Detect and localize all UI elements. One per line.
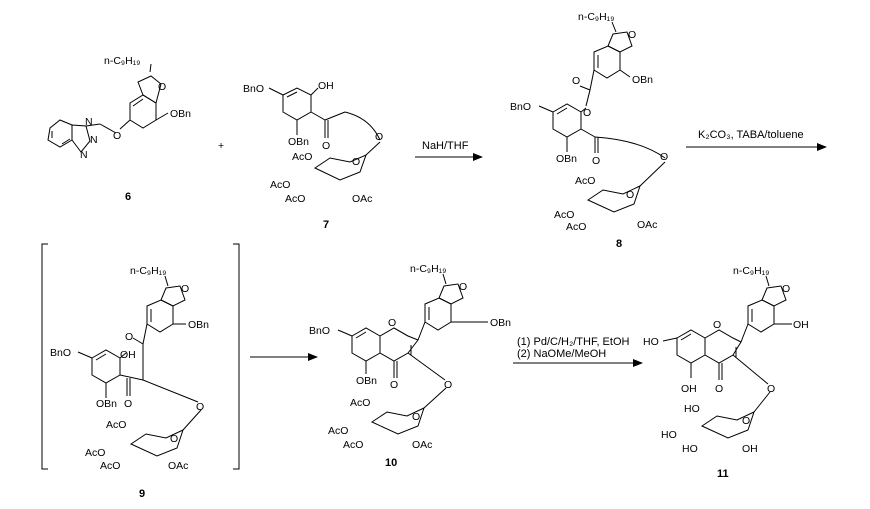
label-oac-9: OAc xyxy=(168,460,188,472)
label-nonyl-10: n-C₉H₁₉ xyxy=(410,263,446,275)
label-bno-8: BnO xyxy=(510,101,531,113)
plus-sign: + xyxy=(218,140,224,152)
conditions-1: NaH/THF xyxy=(422,140,469,152)
label-o-8e: O xyxy=(660,151,668,163)
label-aco-7b: AcO xyxy=(270,179,290,191)
label-nonyl-9: n-C₉H₁₉ xyxy=(130,265,166,277)
label-obn-8b: OBn xyxy=(556,153,577,165)
conditions-4b: (2) NaOMe/MeOH xyxy=(517,348,606,360)
label-oac-8: OAc xyxy=(637,219,657,231)
label-o-9a: O xyxy=(181,283,189,295)
label-o-11a: O xyxy=(782,283,790,295)
compound-11-structure xyxy=(662,275,792,439)
label-ho-11a: HO xyxy=(643,336,659,348)
label-o-8a: O xyxy=(628,29,636,41)
label-nonyl-6: n-C₉H₁₉ xyxy=(104,55,140,67)
label-bno-9: BnO xyxy=(50,347,71,359)
label-o-10c: O xyxy=(390,379,398,391)
label-n-6c: N xyxy=(80,149,88,161)
label-o-10b: O xyxy=(388,317,396,329)
label-o-11c: O xyxy=(715,383,723,395)
label-n-6b: N xyxy=(90,134,98,146)
compound-9-brackets xyxy=(41,243,240,470)
label-nonyl-11: n-C₉H₁₉ xyxy=(733,265,769,277)
label-aco-8c: AcO xyxy=(566,221,586,233)
compound-label-10: 10 xyxy=(385,457,397,469)
label-obn-10a: OBn xyxy=(490,317,511,329)
label-o-6b: O xyxy=(158,81,166,93)
label-o-9c: O xyxy=(124,398,132,410)
conditions-2: K₂CO₃, TABA/toluene xyxy=(698,129,804,141)
label-o-10d: O xyxy=(444,379,452,391)
compound-6-structure xyxy=(47,63,169,153)
label-o-11b: O xyxy=(713,319,721,331)
label-aco-10a: AcO xyxy=(350,397,370,409)
label-aco-7a: AcO xyxy=(292,151,312,163)
label-o-7a: O xyxy=(322,140,330,152)
label-aco-9a: AcO xyxy=(106,419,126,431)
label-obn-9b: OBn xyxy=(96,398,117,410)
compound-label-7: 7 xyxy=(323,219,329,231)
label-o-9d: O xyxy=(196,401,204,413)
compound-label-11: 11 xyxy=(717,468,729,480)
label-o-7b: O xyxy=(375,131,383,143)
label-obn-6: OBn xyxy=(170,108,191,120)
label-aco-7c: AcO xyxy=(285,193,305,205)
label-o-8d: O xyxy=(592,155,600,167)
label-o-7c: O xyxy=(352,156,360,168)
compound-8-structure xyxy=(538,21,666,213)
label-aco-10b: AcO xyxy=(328,425,348,437)
label-o-8f: O xyxy=(626,189,634,201)
label-oh-7: OH xyxy=(318,80,334,92)
label-o-10e: O xyxy=(412,411,420,423)
label-obn-9a: OBn xyxy=(188,319,209,331)
label-bno-10: BnO xyxy=(309,325,330,337)
label-aco-8b: AcO xyxy=(554,209,574,221)
label-o-11d: O xyxy=(767,383,775,395)
label-obn-8a: OBn xyxy=(632,74,653,86)
label-oh-9: OH xyxy=(120,349,136,361)
label-nonyl-8: n-C₉H₁₉ xyxy=(578,11,614,23)
compound-label-8: 8 xyxy=(616,238,622,250)
label-o-9b: O xyxy=(125,331,133,343)
label-obn-10b: OBn xyxy=(356,375,377,387)
label-o-10a: O xyxy=(459,281,467,293)
label-oac-10: OAc xyxy=(412,439,432,451)
label-o-9e: O xyxy=(170,433,178,445)
label-aco-9c: AcO xyxy=(100,460,120,472)
compound-9-structure xyxy=(77,275,202,457)
label-oh-11b: OH xyxy=(681,383,697,395)
compound-label-9: 9 xyxy=(139,488,145,500)
label-oac-7: OAc xyxy=(352,193,372,205)
label-ho-11d: HO xyxy=(682,443,698,455)
label-aco-10c: AcO xyxy=(343,439,363,451)
label-oh-11c: OH xyxy=(742,443,758,455)
label-oh-11a: OH xyxy=(793,319,809,331)
label-ho-11c: HO xyxy=(661,429,677,441)
label-o-8b: O xyxy=(572,75,580,87)
label-o-6a: O xyxy=(113,130,121,142)
label-ho-11b: HO xyxy=(684,403,700,415)
label-aco-8a: AcO xyxy=(575,175,595,187)
label-bno-7: BnO xyxy=(243,83,264,95)
label-obn-7: OBn xyxy=(288,136,309,148)
compound-label-6: 6 xyxy=(125,191,131,203)
label-n-6a: N xyxy=(85,116,93,128)
label-o-11e: O xyxy=(742,415,750,427)
label-aco-9b: AcO xyxy=(85,447,105,459)
conditions-4a: (1) Pd/C/H₂/THF, EtOH xyxy=(517,336,630,348)
label-o-8c: O xyxy=(583,107,591,119)
compound-7-structure xyxy=(268,87,381,181)
compound-10-structure xyxy=(337,273,488,435)
